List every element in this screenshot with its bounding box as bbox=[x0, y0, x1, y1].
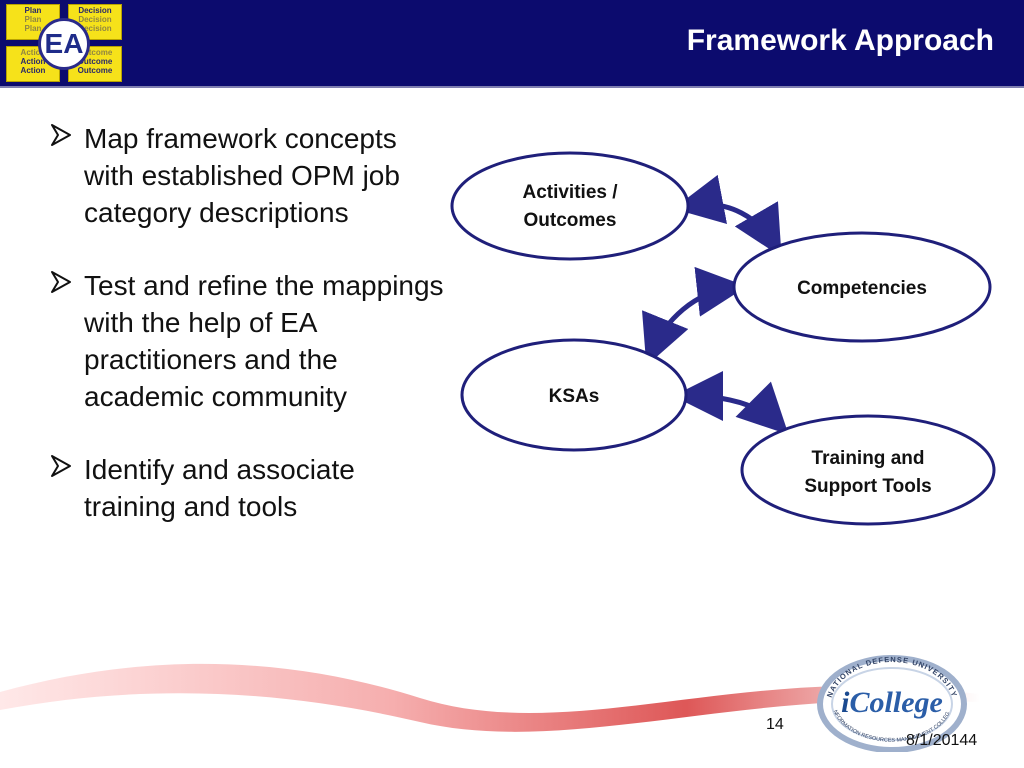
svg-text:iCollege: iCollege bbox=[841, 686, 943, 719]
slide-date: 8/1/20144 bbox=[906, 732, 978, 749]
arrowhead-bullet-icon bbox=[51, 271, 71, 293]
ea-logo-text: Action bbox=[20, 48, 46, 57]
node-label: KSAs bbox=[549, 386, 600, 407]
arrowhead-bullet-icon bbox=[51, 124, 71, 146]
node-label: Activities / bbox=[522, 182, 618, 203]
bullet-item: Test and refine the mappings with the he… bbox=[48, 267, 448, 415]
ea-logo-text: Plan bbox=[24, 24, 42, 33]
ea-logo-text: Decision bbox=[78, 6, 112, 15]
slide-header: Plan Plan Plan Decision Decision Decisio… bbox=[0, 0, 1024, 88]
bullet-text: Map framework concepts with established … bbox=[84, 123, 400, 228]
diagram-node-competencies: Competencies bbox=[732, 231, 992, 343]
node-label: Training and bbox=[812, 448, 925, 469]
bidirectional-arrow-ksas-training bbox=[673, 371, 789, 435]
footer-wave-decoration bbox=[0, 663, 980, 732]
ea-logo-text: Plan bbox=[24, 6, 42, 15]
node-label: Outcomes bbox=[524, 210, 617, 231]
ea-logo: Plan Plan Plan Decision Decision Decisio… bbox=[6, 4, 122, 82]
bullet-item: Map framework concepts with established … bbox=[48, 120, 448, 231]
ea-logo-monogram: EA bbox=[38, 18, 90, 70]
diagram-node-activities: Activities / Outcomes bbox=[450, 151, 690, 261]
arrowhead-bullet-icon bbox=[51, 455, 71, 477]
bullet-text: Identify and associate training and tool… bbox=[84, 454, 355, 522]
bullet-text: Test and refine the mappings with the he… bbox=[84, 270, 444, 412]
bidirectional-arrow-competencies-ksas bbox=[642, 266, 747, 366]
node-label: Support Tools bbox=[804, 476, 931, 497]
ea-logo-text: Action bbox=[20, 57, 46, 66]
ea-logo-text: Outcome bbox=[77, 66, 113, 75]
ea-logo-text: Outcome bbox=[77, 57, 113, 66]
icollege-brand-prefix: i bbox=[841, 686, 850, 719]
icollege-logo: NATIONAL DEFENSE UNIVERSITY INFORMATION … bbox=[808, 646, 967, 752]
ea-logo-text: Plan bbox=[24, 15, 42, 24]
diagram-node-ksas: KSAs bbox=[460, 338, 688, 452]
slide-title: Framework Approach bbox=[686, 24, 994, 57]
bullet-item: Identify and associate training and tool… bbox=[48, 451, 448, 525]
framework-diagram: Activities / Outcomes Competencies KSAs … bbox=[450, 151, 996, 526]
ea-logo-text: Decision bbox=[78, 24, 112, 33]
icollege-brand-name: College bbox=[850, 686, 943, 719]
ea-logo-text: Decision bbox=[78, 15, 112, 24]
page-number: 14 bbox=[766, 716, 784, 733]
bidirectional-arrow-activities-competencies bbox=[673, 174, 782, 257]
diagram-node-training: Training and Support Tools bbox=[740, 414, 996, 526]
node-label: Competencies bbox=[797, 278, 927, 299]
ea-logo-text: Outcome bbox=[77, 48, 113, 57]
bullet-list: Map framework concepts with established … bbox=[48, 120, 448, 561]
ea-logo-text: Action bbox=[20, 66, 46, 75]
